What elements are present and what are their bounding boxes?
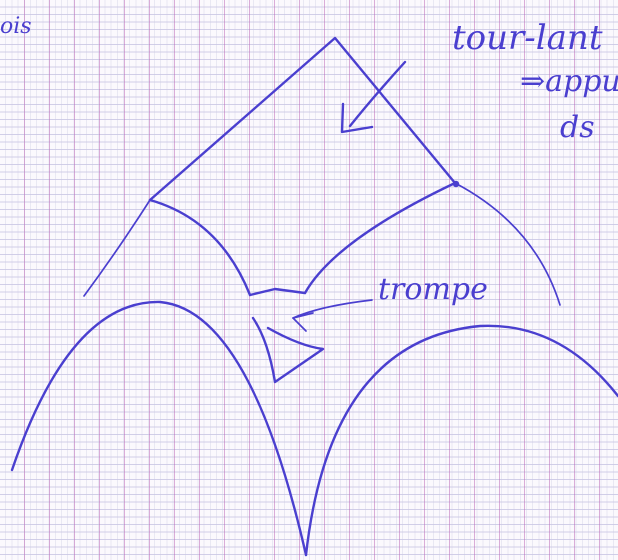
trompe-label: trompe: [378, 272, 488, 307]
corner-text-fragment: ois: [0, 14, 32, 39]
trompe-pointer-line: [292, 299, 373, 319]
roof-left-slope: [83, 199, 151, 297]
right-arch: [304, 324, 618, 557]
squinch-left-curve: [148, 198, 252, 297]
note-line-3: ds: [560, 110, 595, 145]
squinch-bottom-edge: [248, 287, 307, 297]
trompe-shape: [251, 316, 325, 384]
corner-point: [452, 180, 460, 188]
roof-right-slope: [454, 182, 561, 306]
trompe-pointer-tip: [292, 312, 314, 332]
left-arch: [10, 300, 308, 557]
tower-roof-outline: [148, 36, 457, 202]
note-line-1: tour-lant: [452, 18, 603, 58]
squinch-right-curve: [303, 181, 457, 295]
tower-pointer-arrow: [340, 60, 407, 134]
note-line-2: ⇒appu: [520, 64, 618, 99]
